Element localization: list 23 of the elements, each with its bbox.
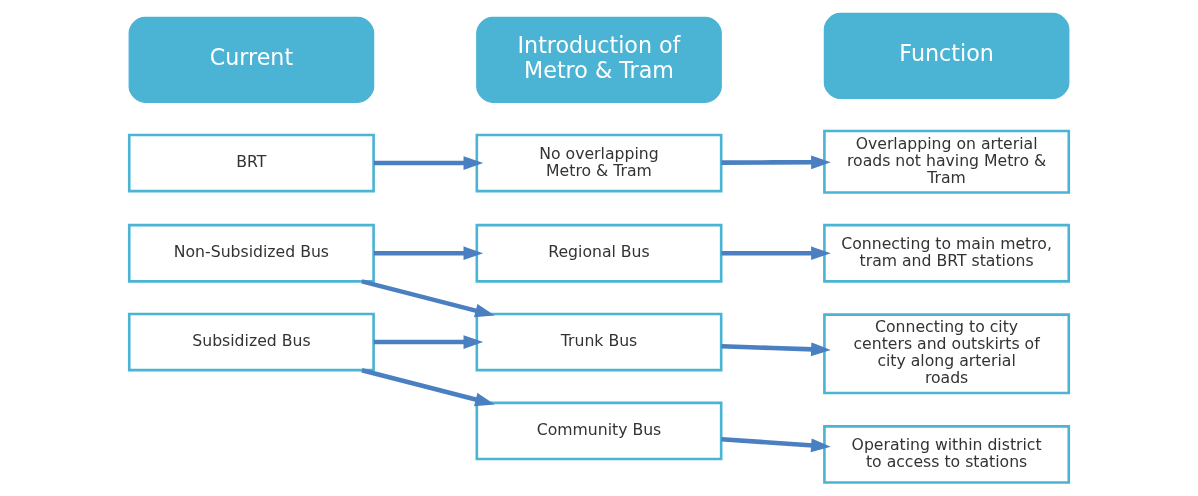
node-box: Overlapping on arterial roads not having Metro & Tram [823,129,1071,194]
arrow [373,156,484,170]
node-box: Current [128,16,375,103]
node-box: Non-Subsidized Bus [127,223,375,283]
arrow [721,155,831,170]
arrow [721,246,831,261]
node-box: Subsidized Bus [127,312,375,372]
arrow [361,279,495,318]
arrow [721,342,831,357]
node-box: Trunk Bus [475,312,723,372]
node-box: Connecting to main metro, tram and BRT stations [823,223,1071,283]
node-box: Regional Bus [475,223,723,283]
arrow [373,246,484,261]
node-box: No overlapping Metro & Tram [475,133,723,193]
node-box: Introduction of Metro & Tram [476,16,722,103]
arrow [373,335,484,349]
node-box: Operating within district to access to stations [823,425,1071,484]
node-box: Connecting to city centers and outskirts of city along arterial roads [823,313,1071,395]
node-box: Function [823,12,1070,100]
arrow [721,436,831,453]
node-box: BRT [127,133,375,193]
node-box: Community Bus [475,401,723,461]
arrow [361,368,495,407]
